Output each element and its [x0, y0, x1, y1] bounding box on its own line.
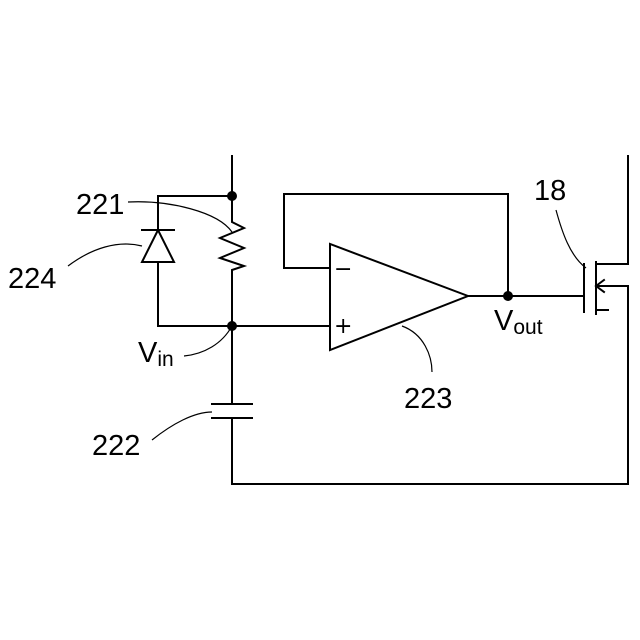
label-224: 224 — [8, 263, 56, 295]
opamp-minus-sign: − — [334, 257, 352, 282]
transistor-18 — [584, 156, 628, 314]
label-vin-main: V — [138, 337, 158, 369]
label-18: 18 — [534, 175, 566, 207]
label-vin-sub: in — [157, 348, 173, 371]
label-223: 223 — [404, 383, 452, 415]
diode-top-wire — [158, 196, 232, 230]
leader-vin — [184, 326, 232, 356]
label-vout: Vout — [494, 305, 543, 339]
leader-221 — [128, 202, 232, 232]
label-222: 222 — [92, 430, 140, 462]
resistor-221 — [220, 196, 244, 326]
vout-node-dot — [503, 291, 513, 301]
leader-224 — [68, 244, 142, 266]
leader-222 — [152, 412, 212, 440]
label-vin: Vin — [138, 337, 174, 371]
capacitor-222 — [212, 404, 252, 418]
label-221: 221 — [76, 189, 124, 221]
opamp-plus-sign: + — [334, 314, 352, 339]
feedback-wire — [284, 194, 508, 296]
top-node-dot — [227, 191, 237, 201]
diode-bottom-wire — [158, 262, 232, 326]
label-vout-main: V — [494, 305, 514, 337]
label-vout-sub: out — [513, 316, 542, 339]
leader-18 — [556, 210, 586, 268]
diode-224 — [142, 230, 174, 262]
leader-223 — [402, 326, 432, 372]
